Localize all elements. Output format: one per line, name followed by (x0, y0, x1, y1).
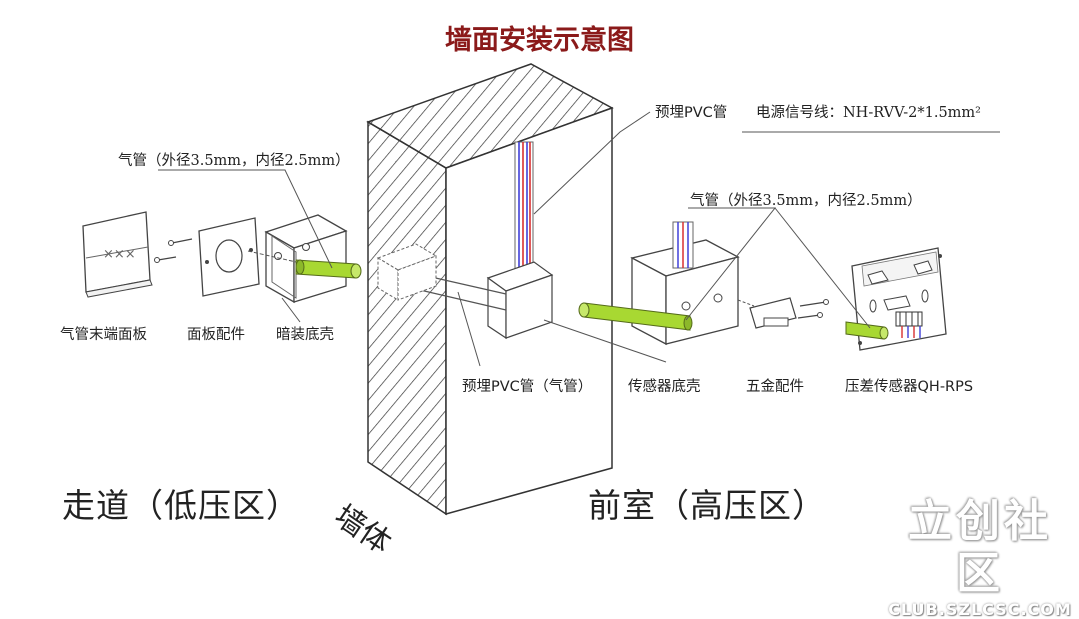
dashed-wall-box (376, 243, 438, 301)
zone-corridor: 走道（低压区） (62, 486, 300, 525)
left-air-tube (247, 250, 362, 279)
label-pvc-air: 预埋PVC管（气管） (462, 379, 593, 395)
label-air-tube-left: 气管（外径3.5mm，内径2.5mm） (118, 153, 350, 169)
label-concealed-box: 暗装底壳 (276, 327, 334, 343)
watermark: 立创社区 CLUB.SZLCSC.COM (886, 496, 1074, 619)
page-title: 墙面安装示意图 (445, 25, 634, 56)
label-end-panel: 气管末端面板 (60, 327, 147, 343)
pressure-sensor-drawing (851, 247, 947, 351)
panel-fitting-drawing (198, 217, 260, 297)
leader-pvc-top (533, 111, 651, 215)
end-panel-drawing: ××× (82, 211, 153, 298)
left-screws (154, 238, 193, 263)
wall-side-face (367, 120, 447, 516)
label-panel-fitting: 面板配件 (187, 327, 245, 343)
panel-mark: ××× (103, 247, 136, 262)
label-sensor-box: 传感器底壳 (628, 379, 701, 395)
watermark-brand: 立创社区 (908, 496, 1052, 599)
leader-lines (158, 111, 1000, 367)
leader-air-tube-right-b (774, 207, 871, 329)
leader-pvc-air (457, 291, 481, 367)
label-pvc-top: 预埋PVC管 (655, 105, 728, 121)
leader-sensor-box (543, 319, 667, 363)
watermark-url: CLUB.SZLCSC.COM (888, 600, 1072, 619)
diagram-stage: ××× (60, 25, 1071, 619)
label-power-signal-line: 电源信号线：NH-RVV-2*1.5mm² (756, 105, 981, 121)
sensor-air-tube (845, 321, 889, 340)
zone-anteroom: 前室（高压区） (588, 486, 826, 525)
label-sensor-model: 压差传感器QH-RPS (845, 379, 974, 395)
top-pvc-conduit (514, 141, 534, 272)
installation-drawing: ××× (82, 63, 1000, 516)
label-air-tube-right: 气管（外径3.5mm，内径2.5mm） (690, 193, 922, 209)
concealed-box-drawing (264, 214, 348, 304)
leader-air-tube-left (158, 169, 333, 269)
hardware-drawing (737, 297, 829, 329)
label-hardware: 五金配件 (746, 379, 804, 395)
leader-concealed-box (281, 297, 301, 323)
